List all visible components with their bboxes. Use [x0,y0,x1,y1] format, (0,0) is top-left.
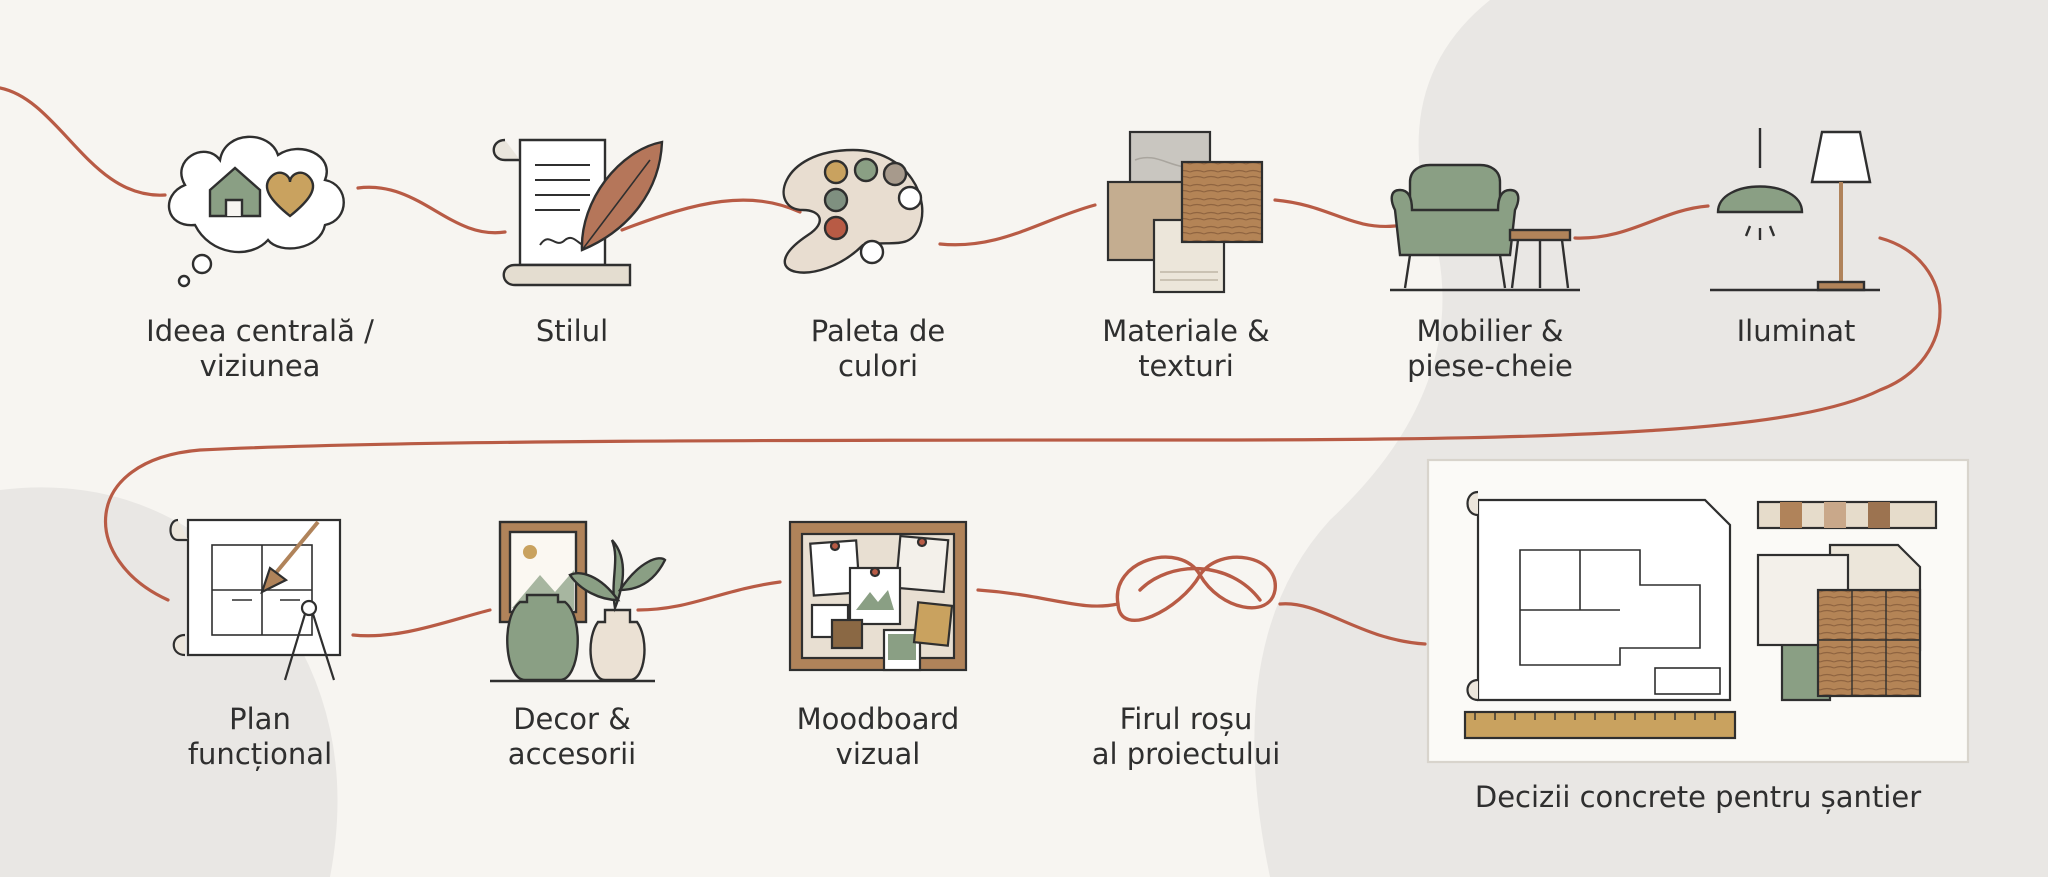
step-label-red-thread: Firul roșu al proiectului [1091,702,1281,771]
step-label-style: Stilul [535,314,609,348]
red-thread [0,86,1942,646]
lamps-icon [1710,128,1880,292]
step-label-materials: Materiale & texturi [1102,314,1270,383]
final-decisions-label: Decizii concrete pentru șantier [1474,780,1922,814]
step-label-moodboard: Moodboard vizual [796,702,960,771]
step-label-decor: Decor & accesorii [507,702,637,771]
step-label-idea: Ideea centrală / viziunea [146,314,374,383]
blueprint-samples-icon [1426,458,1970,764]
scroll-quill-icon [492,138,664,287]
armchair-side-table-icon [1390,163,1580,292]
frame-vases-icon [490,520,667,683]
color-palette-icon [782,148,924,274]
material-swatches-icon [1106,130,1264,294]
step-label-lighting: Iluminat [1736,314,1856,348]
thought-cloud-house-heart-icon [167,135,345,288]
step-label-plan: Plan funcțional [187,702,333,771]
step-label-palette: Paleta de culori [810,314,946,383]
moodboard-icon [788,520,968,672]
floor-plan-compass-icon [169,518,342,681]
red-thread-knot-icon [1115,555,1277,622]
step-label-furniture: Mobilier & piese-cheie [1407,314,1573,383]
